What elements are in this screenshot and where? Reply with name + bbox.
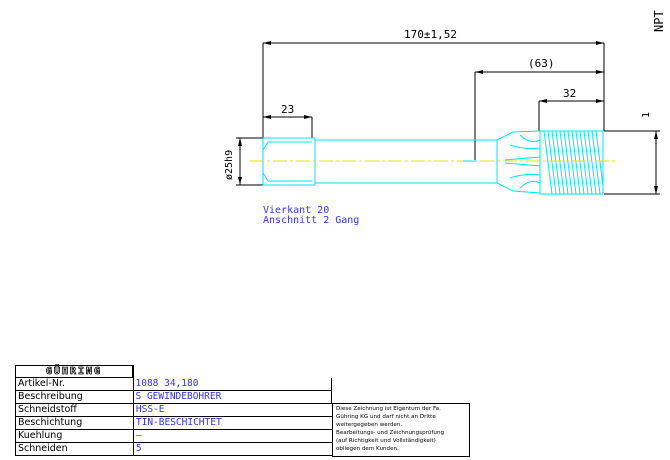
row-value: S GEWINDEBOHRER [134,391,332,403]
row-label: Beschreibung [16,391,134,403]
row-label: Beschichtung [16,417,134,429]
dim-total-text: 170±1,52 [404,28,457,41]
row-value: 5 [135,443,142,454]
logo-spacer [133,365,134,378]
dim-pitch-text: 1 [641,111,652,118]
row-value: HSS-E [135,404,165,415]
notice-line: weitergegeben werden. [336,422,403,428]
row-label: Schneiden [16,443,134,455]
ownership-notice: Diese Zeichnung ist Eigentum der Fa. Güh… [332,403,470,457]
logo: GÜHRING [15,365,133,378]
dimension-lines [236,42,660,195]
dimension-arrows [238,41,658,194]
table-row: Beschreibung S GEWINDEBOHRER [15,391,332,404]
tap-outline [262,130,604,195]
notice-line: (auf Richtigkeit und Vollständigkeit) [336,438,436,444]
row-value: TIN-BESCHICHTET [135,417,222,428]
row-value: – [135,430,142,441]
dim-square-text: 23 [281,103,295,116]
row-label: Schneidstoff [16,404,134,416]
note-chamfer: Anschnitt 2 Gang [263,215,360,226]
table-row: Schneiden 5 [15,443,332,456]
thread-hatching [543,130,604,195]
notice-line: obliegen dem Kunden. [336,446,399,452]
row-label: Kuehlung [16,430,134,442]
title-block: GÜHRING Artikel-Nr. 1088 34,180 Beschrei… [15,365,332,457]
notice-line: Diese Zeichnung ist Eigentum der Fa. [336,406,441,412]
dim-thread-text: 32 [563,87,577,100]
thread-label: NPT [652,10,666,32]
notice-line: Bearbeitungs- und Zeichnungsprüfung [336,430,445,436]
table-row: Kuehlung – [15,430,332,443]
notice-line: Gühring KG und darf nicht an Dritte [336,414,436,420]
dim-diameter-text: ø25h9 [224,149,235,180]
info-table: Artikel-Nr. 1088 34,180 Beschreibung S G… [15,378,332,404]
table-row: Beschichtung TIN-BESCHICHTET [15,417,332,430]
row-label: Artikel-Nr. [16,378,134,390]
row-value: 1088 34,180 [134,378,332,390]
table-row: Artikel-Nr. 1088 34,180 [15,378,332,391]
note-square-drive: Vierkant 20 [263,205,330,216]
dim-thread-ref-text: (63) [528,57,555,70]
info-table-lower: Schneidstoff HSS-E Beschichtung TIN-BESC… [15,404,332,456]
table-row: Schneidstoff HSS-E [15,404,332,417]
